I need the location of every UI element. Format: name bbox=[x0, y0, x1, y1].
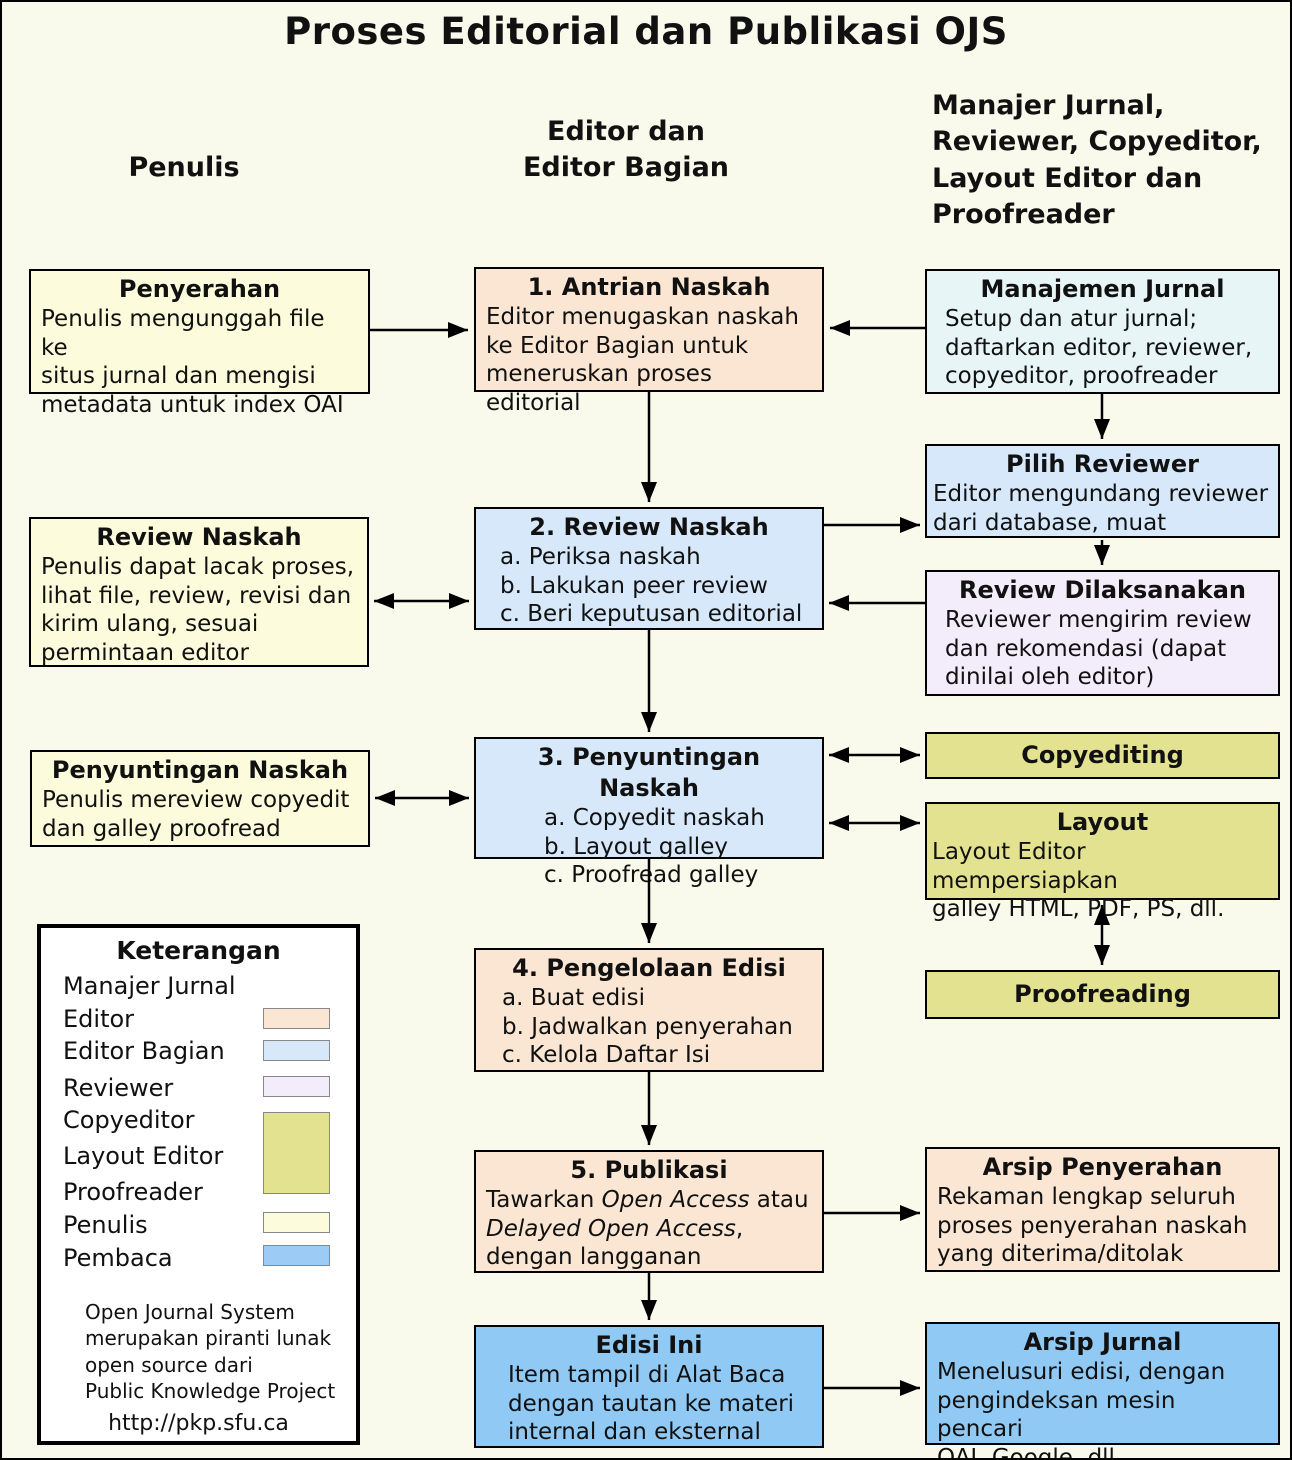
legend-label-layout-editor: Layout Editor bbox=[63, 1142, 224, 1170]
legend-label-pembaca: Pembaca bbox=[63, 1244, 173, 1272]
flow-box-pilih-reviewer: Pilih Reviewer Editor mengundang reviewe… bbox=[925, 444, 1280, 538]
box-body: Penulis dapat lacak proses, lihat file, … bbox=[41, 554, 355, 666]
box-title: Edisi Ini bbox=[595, 1331, 703, 1359]
box-body: Penulis mereview copyedit dan galley pro… bbox=[42, 787, 350, 842]
flow-box-review-naskah: 2. Review Naskah a. Periksa naskah b. La… bbox=[474, 507, 824, 630]
legend-label-proofreader: Proofreader bbox=[63, 1178, 203, 1206]
box-body: Reviewer mengirim review dan rekomendasi… bbox=[945, 607, 1252, 691]
box-body: Penulis mengunggah file ke situs jurnal … bbox=[41, 306, 344, 418]
list-item: a. Buat edisi bbox=[502, 985, 646, 1012]
box-title: 5. Publikasi bbox=[570, 1156, 728, 1184]
legend-label-copyeditor: Copyeditor bbox=[63, 1106, 195, 1134]
box-items: a. Periksa naskah b. Lakukan peer review… bbox=[486, 543, 812, 629]
box-title: 3. Penyuntingan Naskah bbox=[537, 743, 761, 803]
legend: Keterangan Manajer Jurnal Editor Editor … bbox=[37, 924, 360, 1445]
legend-footer: Open Journal System merupakan piranti lu… bbox=[85, 1300, 336, 1404]
flow-box-copyediting: Copyediting bbox=[925, 732, 1280, 779]
flow-box-penyuntingan-penulis: Penyuntingan Naskah Penulis mereview cop… bbox=[30, 750, 370, 847]
legend-swatch-penulis bbox=[263, 1212, 330, 1233]
box-title: Review Naskah bbox=[96, 523, 302, 551]
legend-swatch-editor bbox=[263, 1008, 330, 1029]
column-header-penulis: Penulis bbox=[128, 152, 240, 183]
box-items: a. Copyedit naskah b. Layout galley c. P… bbox=[486, 804, 812, 890]
list-item: c. Kelola Daftar Isi bbox=[502, 1042, 711, 1069]
flow-box-arsip-penyerahan: Arsip Penyerahan Rekaman lengkap seluruh… bbox=[925, 1147, 1280, 1272]
box-title: Manajemen Jurnal bbox=[980, 275, 1225, 303]
flow-box-review-dilaksanakan: Review Dilaksanakan Reviewer mengirim re… bbox=[925, 570, 1280, 696]
legend-swatch-copyeditor-layout-proofreader bbox=[263, 1112, 330, 1194]
box-items: a. Buat edisi b. Jadwalkan penyerahan c.… bbox=[486, 984, 812, 1070]
flow-box-antrian-naskah: 1. Antrian Naskah Editor menugaskan nask… bbox=[474, 267, 824, 416]
column-header-others: Manajer Jurnal, Reviewer, Copyeditor, La… bbox=[932, 90, 1262, 231]
legend-label-penulis: Penulis bbox=[63, 1211, 148, 1239]
box-body: Tawarkan Open Access atau Delayed Open A… bbox=[486, 1187, 809, 1271]
flow-box-proofreading: Proofreading bbox=[925, 970, 1280, 1019]
legend-swatch-pembaca bbox=[263, 1245, 330, 1266]
box-body: Editor mengundang reviewer dari database… bbox=[933, 481, 1269, 536]
box-body: Rekaman lengkap seluruh proses penyeraha… bbox=[937, 1184, 1248, 1268]
flow-box-layout: Layout Layout Editor mempersiapkan galle… bbox=[925, 802, 1280, 922]
box-body: Editor menugaskan naskah ke Editor Bagia… bbox=[486, 304, 799, 416]
box-title: 1. Antrian Naskah bbox=[527, 273, 771, 301]
box-title: Pilih Reviewer bbox=[1006, 450, 1199, 478]
flow-box-penyuntingan-naskah: 3. Penyuntingan Naskah a. Copyedit naska… bbox=[474, 737, 824, 888]
flow-box-arsip-jurnal: Arsip Jurnal Menelusuri edisi, dengan pe… bbox=[925, 1322, 1280, 1458]
flow-box-review-naskah-penulis: Review Naskah Penulis dapat lacak proses… bbox=[29, 517, 369, 667]
box-title: Penyerahan bbox=[118, 275, 281, 303]
box-title: Arsip Jurnal bbox=[1023, 1328, 1182, 1356]
legend-url: http://pkp.sfu.ca bbox=[108, 1411, 289, 1436]
legend-label-reviewer: Reviewer bbox=[63, 1074, 174, 1102]
legend-title: Keterangan bbox=[116, 936, 281, 965]
legend-swatch-reviewer bbox=[263, 1076, 330, 1097]
flow-box-pengelolaan-edisi: 4. Pengelolaan Edisi a. Buat edisi b. Ja… bbox=[474, 948, 824, 1072]
box-title: Review Dilaksanakan bbox=[959, 576, 1246, 604]
list-item: b. Lakukan peer review bbox=[500, 572, 768, 599]
flow-box-publikasi: 5. Publikasi Tawarkan Open Access atau D… bbox=[474, 1150, 824, 1273]
list-item: c. Beri keputusan editorial bbox=[500, 601, 803, 628]
box-body: Item tampil di Alat Baca dengan tautan k… bbox=[508, 1362, 795, 1446]
column-header-editor: Editor dan Editor Bagian bbox=[522, 116, 730, 184]
legend-swatch-editor-bagian bbox=[263, 1040, 330, 1061]
legend-label-editor-bagian: Editor Bagian bbox=[63, 1037, 225, 1065]
flow-box-edisi-ini: Edisi Ini Item tampil di Alat Baca denga… bbox=[474, 1325, 824, 1448]
page-title: Proses Editorial dan Publikasi OJS bbox=[284, 10, 1008, 53]
box-title: Penyuntingan Naskah bbox=[51, 756, 349, 784]
flow-box-penyerahan: Penyerahan Penulis mengunggah file ke si… bbox=[29, 269, 370, 418]
list-item: a. Periksa naskah bbox=[500, 544, 701, 571]
legend-label-manajer-jurnal: Manajer Jurnal bbox=[63, 972, 236, 1000]
list-item: a. Copyedit naskah bbox=[544, 805, 765, 832]
box-title: Layout bbox=[1056, 808, 1149, 836]
flow-box-manajemen-jurnal: Manajemen Jurnal Setup dan atur jurnal; … bbox=[925, 269, 1280, 394]
box-title: Proofreading bbox=[1014, 979, 1191, 1008]
box-title: Copyediting bbox=[1021, 740, 1184, 769]
box-title: Arsip Penyerahan bbox=[982, 1153, 1223, 1181]
legend-label-editor: Editor bbox=[63, 1005, 135, 1033]
list-item: b. Jadwalkan penyerahan bbox=[502, 1013, 793, 1040]
box-title: 4. Pengelolaan Edisi bbox=[512, 954, 786, 982]
box-title: 2. Review Naskah bbox=[529, 513, 769, 541]
box-body: Menelusuri edisi, dengan pengindeksan me… bbox=[937, 1359, 1226, 1460]
box-body: Setup dan atur jurnal; daftarkan editor,… bbox=[945, 306, 1253, 390]
box-body: Layout Editor mempersiapkan galley HTML,… bbox=[932, 839, 1225, 923]
list-item: c. Proofread galley bbox=[544, 862, 759, 889]
list-item: b. Layout galley bbox=[544, 833, 728, 860]
